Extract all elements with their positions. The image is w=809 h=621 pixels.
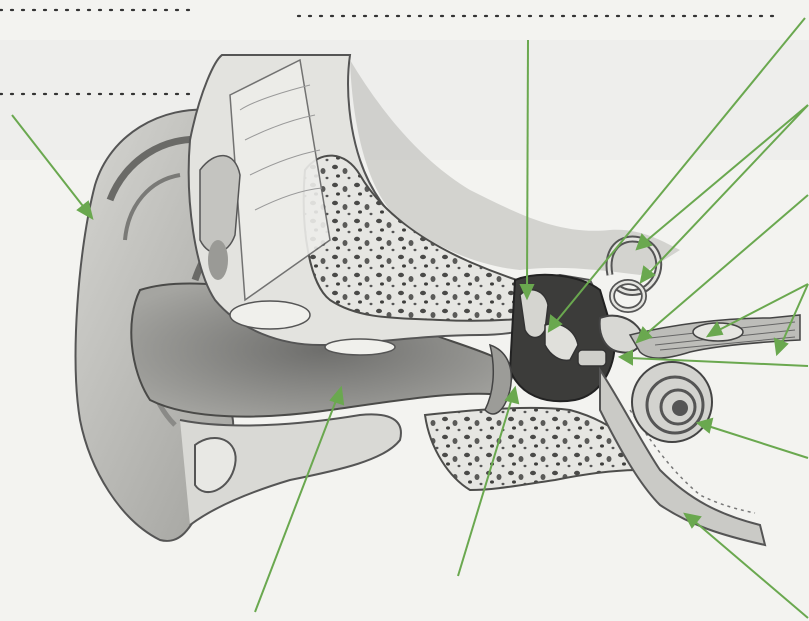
ear-diagram-canvas (0, 0, 809, 621)
ear-diagram-worksheet (0, 0, 809, 621)
